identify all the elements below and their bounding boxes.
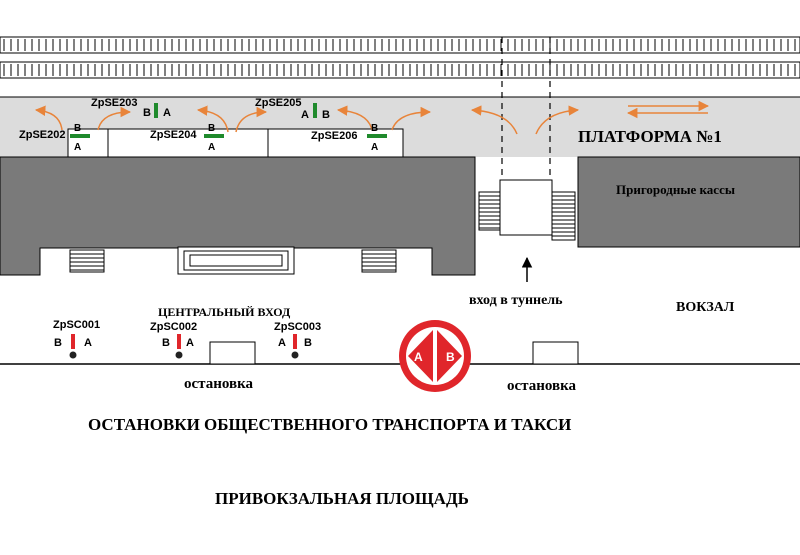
point-ZpSE202: ZpSE202 B A <box>19 123 90 153</box>
point-ZpSE205: ZpSE205 A B <box>255 97 330 121</box>
svg-text:B: B <box>304 337 312 349</box>
tunnel-label: вход в туннель <box>469 293 563 308</box>
ticket-office-label: Пригородные кассы <box>616 182 735 197</box>
svg-text:ZpSC003: ZpSC003 <box>274 321 321 333</box>
svg-text:A: A <box>186 337 194 349</box>
svg-text:B: B <box>74 123 81 134</box>
svg-text:ZpSE205: ZpSE205 <box>255 97 301 109</box>
station-logo: A B <box>399 320 471 392</box>
stop-left-label: остановка <box>184 376 253 392</box>
svg-text:A: A <box>371 142 378 153</box>
railway-tracks <box>0 36 800 79</box>
svg-text:B: B <box>54 337 62 349</box>
building-stairs <box>69 246 397 275</box>
svg-text:B: B <box>446 350 455 364</box>
svg-text:A: A <box>208 142 215 153</box>
svg-text:ZpSE206: ZpSE206 <box>311 130 357 142</box>
svg-text:A: A <box>414 350 423 364</box>
point-ZpSC001: ZpSC001 B A <box>53 319 100 359</box>
station-label: ВОКЗАЛ <box>676 300 735 315</box>
svg-text:A: A <box>278 337 286 349</box>
platform-title: ПЛАТФОРМА №1 <box>578 127 722 146</box>
point-ZpSE204: ZpSE204 B A <box>150 123 224 153</box>
svg-text:B: B <box>371 123 378 134</box>
svg-text:A: A <box>301 109 309 121</box>
point-ZpSE203: ZpSE203 B A <box>91 97 171 119</box>
ticket-office-building <box>577 156 800 248</box>
bus-stop-right <box>532 341 579 365</box>
platform-points: ZpSE203 B A ZpSE205 A B ZpSE202 B A ZpSE… <box>19 97 387 153</box>
svg-text:ZpSC002: ZpSC002 <box>150 321 197 333</box>
svg-text:ZpSE202: ZpSE202 <box>19 129 65 141</box>
point-ZpSE206: ZpSE206 B A <box>311 123 387 153</box>
svg-text:A: A <box>163 107 171 119</box>
point-ZpSC002: ZpSC002 B A <box>150 321 197 359</box>
platform-kiosks <box>67 128 404 158</box>
public-transport-caption: ОСТАНОВКИ ОБЩЕСТВЕННОГО ТРАНСПОРТА И ТАК… <box>88 415 571 434</box>
point-ZpSC003: ZpSC003 A B <box>274 321 321 359</box>
svg-text:ZpSE204: ZpSE204 <box>150 129 197 141</box>
svg-text:B: B <box>162 337 170 349</box>
stop-right-label: остановка <box>507 378 576 394</box>
svg-text:ZpSC001: ZpSC001 <box>53 319 100 331</box>
svg-text:A: A <box>84 337 92 349</box>
svg-text:B: B <box>322 109 330 121</box>
square-points: ZpSC001 B A ZpSC002 B A ZpSC003 A B <box>53 319 321 359</box>
svg-text:B: B <box>208 123 215 134</box>
station-building <box>0 156 476 276</box>
bus-stop-left <box>209 341 256 365</box>
svg-text:B: B <box>143 107 151 119</box>
svg-text:ZpSE203: ZpSE203 <box>91 97 137 109</box>
svg-text:A: A <box>74 142 81 153</box>
passenger-flow-arrows <box>34 100 710 135</box>
entrance-label: ЦЕНТРАЛЬНЫЙ ВХОД <box>158 305 291 319</box>
tunnel <box>478 37 576 282</box>
square-caption: ПРИВОКЗАЛЬНАЯ ПЛОЩАДЬ <box>215 489 469 508</box>
